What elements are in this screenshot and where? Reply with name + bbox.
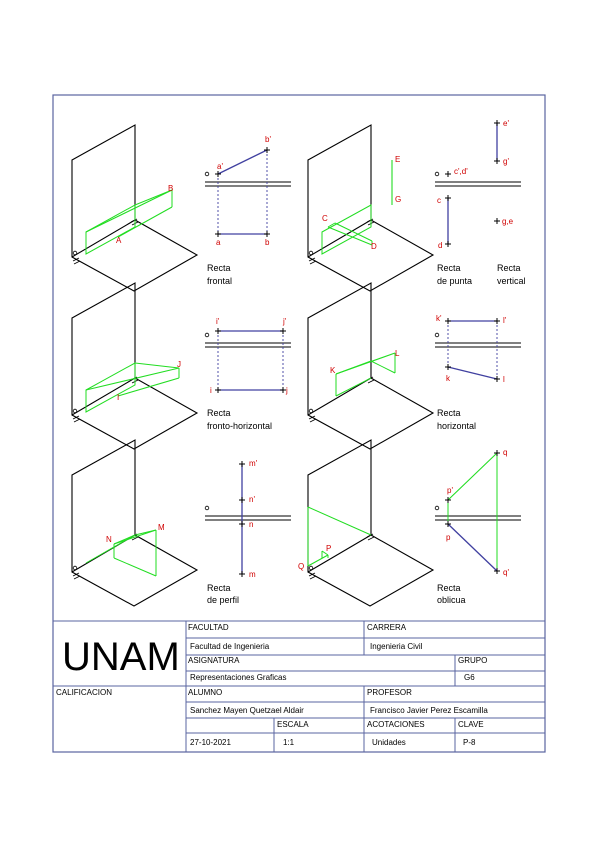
facultad-value: Facultad de Ingenieria — [190, 642, 270, 651]
caption-frontal-2: frontal — [207, 276, 232, 286]
caption-perfil-1: Recta — [207, 583, 231, 593]
label-b-prime: b' — [265, 135, 271, 144]
acotaciones-label: ACOTACIONES — [367, 720, 425, 729]
label-k: k — [446, 374, 451, 383]
label-c-d-prime: c',d' — [454, 167, 468, 176]
carrera-value: Ingenieria Civil — [370, 642, 423, 651]
caption-horizontal-2: horizontal — [437, 421, 476, 431]
acotaciones-value: Unidades — [372, 738, 406, 747]
logo-unam: UNAM — [62, 635, 180, 679]
grupo-label: GRUPO — [458, 656, 487, 665]
facultad-label: FACULTAD — [188, 623, 229, 632]
label-G: G — [395, 195, 401, 204]
label-N: N — [106, 535, 112, 544]
label-e-prime: e' — [503, 119, 509, 128]
title-block — [53, 620, 545, 752]
panel-fronto-horizontal: I J i' j' i j Recta fronto-horizontal — [71, 282, 292, 450]
iso-view-perfil: N M — [71, 439, 198, 607]
asignatura-label: ASIGNATURA — [188, 656, 240, 665]
label-k-prime: k' — [436, 314, 442, 323]
calificacion-label: CALIFICACION — [56, 688, 112, 697]
caption-frontal-1: Recta — [207, 263, 231, 273]
caption-punta-2: de punta — [437, 276, 472, 286]
panel-oblicua: P Q q p' p q' Recta oblicua — [298, 439, 522, 607]
carrera-label: CARRERA — [367, 623, 407, 632]
iso-view-fronto-horizontal: I J — [71, 282, 198, 450]
panel-frontal: A B a' b' a b Recta frontal — [71, 124, 292, 292]
label-q: q — [503, 448, 507, 457]
iso-view-frontal: A B — [71, 124, 198, 292]
label-M: M — [158, 523, 165, 532]
label-c: c — [437, 196, 441, 205]
label-A: A — [116, 236, 122, 245]
label-I: I — [117, 393, 119, 402]
label-l: l — [503, 375, 505, 384]
projection-frontal: a' b' a b — [204, 135, 292, 247]
iso-view-oblicua: P Q — [298, 439, 434, 607]
label-D: D — [371, 242, 377, 251]
label-n-prime: n' — [249, 495, 255, 504]
label-J: J — [177, 360, 181, 369]
asignatura-value: Representaciones Graficas — [190, 673, 287, 682]
caption-fronto-horizontal-1: Recta — [207, 408, 231, 418]
label-q-prime: q' — [503, 568, 509, 577]
fecha-value: 27-10-2021 — [190, 738, 231, 747]
label-m: m — [249, 570, 256, 579]
clave-value: P-8 — [463, 738, 476, 747]
iso-view-punta-vertical: C D E G — [307, 124, 434, 292]
caption-vertical-2: vertical — [497, 276, 526, 286]
label-m-prime: m' — [249, 459, 258, 468]
label-K: K — [330, 366, 336, 375]
projection-perfil: m' n' n m — [204, 459, 292, 579]
label-b: b — [265, 238, 270, 247]
caption-vertical-1: Recta — [497, 263, 521, 273]
label-P: P — [326, 544, 331, 553]
label-B: B — [168, 184, 173, 193]
label-E: E — [395, 155, 400, 164]
caption-oblicua-1: Recta — [437, 583, 461, 593]
caption-horizontal-1: Recta — [437, 408, 461, 418]
escala-label: ESCALA — [277, 720, 309, 729]
sheet-frame — [52, 94, 546, 753]
label-d: d — [438, 241, 442, 250]
caption-oblicua-2: oblicua — [437, 595, 466, 605]
label-g-e: g,e — [502, 217, 514, 226]
clave-label: CLAVE — [458, 720, 484, 729]
label-a: a — [216, 238, 221, 247]
alumno-value: Sanchez Mayen Quetzael Aldair — [190, 706, 304, 715]
label-i: i — [210, 386, 212, 395]
grupo-value: G6 — [464, 673, 475, 682]
label-a-prime: a' — [217, 162, 223, 171]
profesor-value: Francisco Javier Perez Escamilla — [370, 706, 488, 715]
label-g-prime: g' — [503, 157, 509, 166]
escala-value: 1:1 — [283, 738, 295, 747]
alumno-label: ALUMNO — [188, 688, 222, 697]
label-Q: Q — [298, 562, 304, 571]
projection-punta-vertical: c',d' c d e' g' g,e — [434, 119, 522, 250]
profesor-label: PROFESOR — [367, 688, 412, 697]
panel-perfil: N M m' n' n m Recta de perfil — [71, 439, 292, 607]
label-p-prime: p' — [447, 486, 453, 495]
caption-fronto-horizontal-2: fronto-horizontal — [207, 421, 272, 431]
label-j: j — [285, 386, 288, 395]
iso-view-horizontal: K L — [307, 282, 434, 450]
caption-perfil-2: de perfil — [207, 595, 239, 605]
panel-punta-vertical: C D E G c',d' c d e' g' g,e Recta de pun… — [307, 119, 526, 292]
projection-oblicua: q p' p q' — [434, 448, 522, 577]
label-p: p — [446, 533, 451, 542]
projection-fronto-horizontal: i' j' i j — [204, 317, 292, 395]
label-l-prime: l' — [503, 316, 507, 325]
projection-horizontal: k' l' k l — [434, 314, 522, 384]
label-L: L — [395, 349, 400, 358]
label-i-prime: i' — [216, 317, 220, 326]
label-n: n — [249, 520, 253, 529]
label-C: C — [322, 214, 328, 223]
caption-punta-1: Recta — [437, 263, 461, 273]
label-j-prime: j' — [282, 317, 287, 326]
panel-horizontal: K L k' l' k l Recta horizontal — [307, 282, 522, 450]
